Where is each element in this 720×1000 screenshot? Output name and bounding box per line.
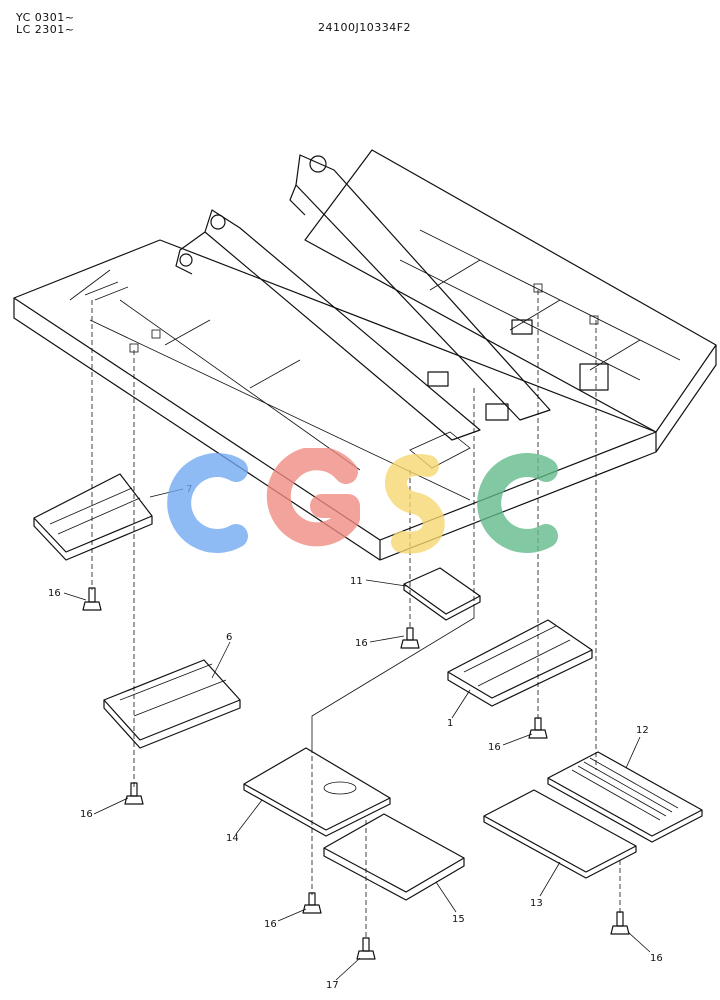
watermark-letter-c2	[477, 453, 558, 553]
bolt-16-c	[400, 627, 420, 649]
callout-16-b: 16	[80, 809, 93, 820]
cover-part-7	[33, 473, 153, 561]
watermark-letter-g	[266, 448, 360, 547]
frame-brackets	[129, 283, 609, 469]
cover-part-11	[403, 567, 481, 621]
callout-16-c: 16	[355, 638, 368, 649]
callout-14: 14	[226, 833, 239, 844]
callout-17: 17	[326, 980, 339, 991]
cover-part-15	[323, 813, 465, 901]
callout-6: 6	[226, 632, 232, 643]
watermark-letter-s	[385, 454, 445, 554]
bolt-16-e	[302, 892, 322, 914]
callout-12: 12	[636, 725, 649, 736]
cover-part-13	[483, 789, 637, 879]
bolt-16-a	[82, 587, 102, 611]
alignment-lines	[91, 290, 621, 940]
bolt-17	[356, 937, 376, 960]
callout-16-d: 16	[488, 742, 501, 753]
serial-line-yc: YC 0301~	[16, 11, 75, 24]
callout-16-e: 16	[264, 919, 277, 930]
callout-labels: 7 16 6 16 11 16 1 16 12 14 16 15 13 16 1…	[48, 484, 663, 991]
drawing-number: 24100J10334F2	[318, 21, 412, 34]
leader-lines	[63, 488, 651, 981]
callout-1: 1	[447, 718, 453, 729]
callout-11: 11	[350, 576, 363, 587]
callout-15: 15	[452, 914, 465, 925]
grille-cover-part-12	[547, 751, 703, 843]
cgsc-watermark	[167, 448, 558, 554]
cover-part-14	[243, 747, 391, 837]
watermark-letter-c1	[167, 453, 248, 553]
callout-16-f: 16	[650, 953, 663, 964]
bolt-16-d	[528, 717, 548, 739]
cover-part-1	[447, 619, 593, 707]
bolt-16-f	[610, 911, 630, 935]
serial-range: YC 0301~ LC 2301~	[16, 12, 75, 36]
bolt-16-b	[124, 782, 144, 805]
callout-16-a: 16	[48, 588, 61, 599]
boom-arms	[175, 154, 551, 441]
cover-part-6	[103, 659, 241, 749]
callout-13: 13	[530, 898, 543, 909]
serial-line-lc: LC 2301~	[16, 23, 75, 36]
